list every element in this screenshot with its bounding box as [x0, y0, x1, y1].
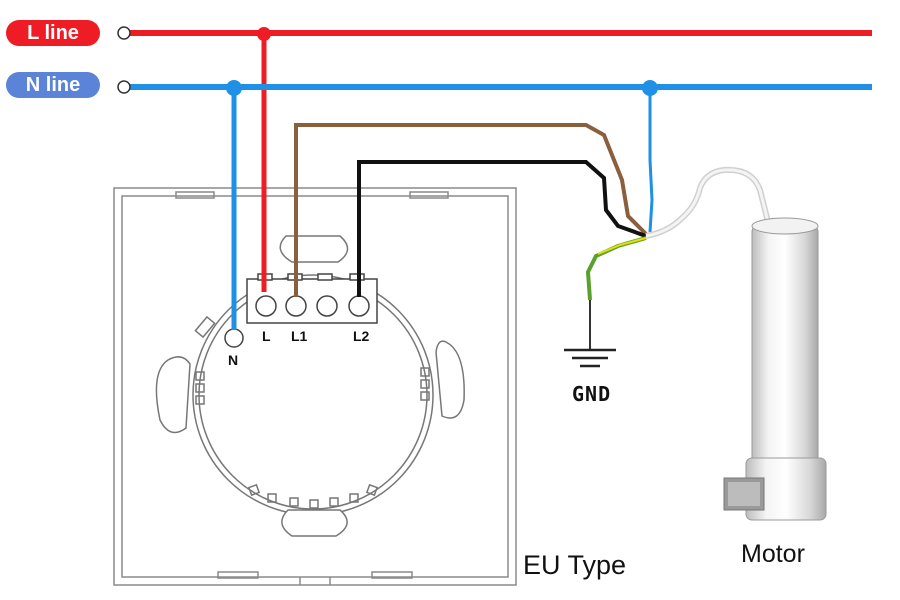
ground-symbol: [564, 348, 616, 368]
l2-wire: [357, 160, 647, 297]
terminal-l2: [348, 295, 370, 317]
l-line-bus: [117, 26, 872, 292]
terminal-blank: [316, 295, 338, 317]
terminal-block: [246, 273, 378, 324]
terminal-l2-label: L2: [353, 328, 370, 344]
eu-type-label: EU Type: [523, 550, 627, 580]
gnd-label: GND: [572, 382, 612, 406]
terminal-l1: [285, 295, 307, 317]
terminal-n: [224, 328, 244, 348]
terminal-l: [255, 295, 277, 317]
earth-wire: [585, 236, 647, 350]
terminal-n-label: N: [228, 352, 239, 368]
motor-label: Motor: [741, 540, 805, 568]
motor-image: [723, 217, 827, 521]
n-line-bus: [117, 80, 872, 330]
motor-cable: [645, 166, 771, 239]
n-line-label: N line: [6, 72, 100, 98]
l1-wire: [294, 123, 648, 297]
switch-plate: [113, 187, 517, 586]
l-line-label: L line: [6, 20, 100, 46]
terminal-l-label: L: [262, 328, 271, 344]
terminal-l1-label: L1: [291, 328, 308, 344]
